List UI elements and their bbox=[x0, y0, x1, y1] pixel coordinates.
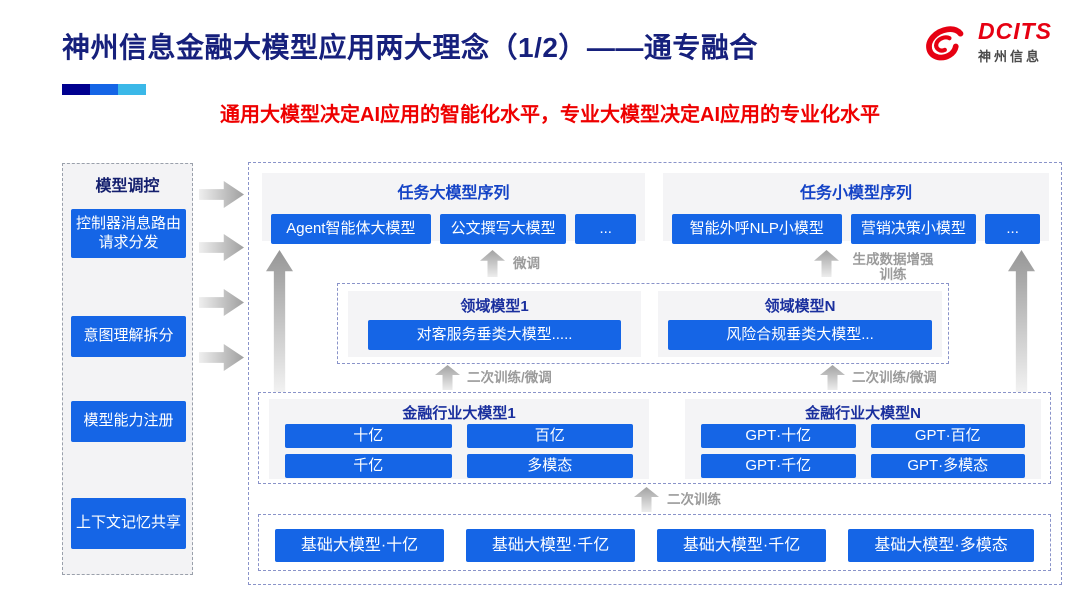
model-chip-1b[interactable]: 十亿 bbox=[285, 424, 452, 448]
slide-subtitle: 通用大模型决定AI应用的智能化水平，专业大模型决定AI应用的专业化水平 bbox=[220, 104, 880, 126]
domain-model-1-title: 领域模型1 bbox=[460, 298, 529, 315]
task-small-model-box: 任务小模型序列 智能外呼NLP小模型 营销决策小模型 ... bbox=[663, 173, 1049, 244]
industry-model-n-title: 金融行业大模型N bbox=[805, 405, 921, 422]
domain-model-n-box: 领域模型N 风险合规垂类大模型... bbox=[658, 291, 942, 357]
model-control-panel: 模型调控 控制器消息路由请求分发 意图理解拆分 模型能力注册 上下文记忆共享 bbox=[62, 163, 193, 575]
retrain-finetune-left-label: 二次训练/微调 bbox=[467, 370, 552, 385]
flow-arrow-right-2 bbox=[199, 234, 244, 261]
right-tall-arrow-icon bbox=[1008, 250, 1035, 392]
model-architecture-diagram: 任务大模型序列 Agent智能体大模型 公文撰写大模型 ... 任务小模型序列 … bbox=[248, 162, 1062, 585]
domain-model-n-title: 领域模型N bbox=[764, 298, 836, 315]
base-model-chip-100b-b[interactable]: 基础大模型·千亿 bbox=[657, 529, 827, 562]
domain-model-container: 领域模型1 对客服务垂类大模型..... 领域模型N 风险合规垂类大模型... bbox=[337, 283, 949, 364]
page-title: 神州信息金融大模型应用两大理念（1/2）——通专融合 bbox=[62, 32, 758, 63]
base-model-chip-1b[interactable]: 基础大模型·十亿 bbox=[275, 529, 445, 562]
sidebar-item-intent[interactable]: 意图理解拆分 bbox=[71, 316, 186, 357]
dcits-logo: DCITS 神州信息 bbox=[918, 20, 1052, 65]
model-chip-multimodal[interactable]: 多模态 bbox=[466, 454, 633, 478]
task-large-model-box: 任务大模型序列 Agent智能体大模型 公文撰写大模型 ... bbox=[262, 173, 645, 244]
task-small-model-title: 任务小模型序列 bbox=[799, 185, 912, 202]
retrain-finetune-left-arrow-icon bbox=[435, 365, 460, 390]
industry-model-1-box: 金融行业大模型1 十亿 百亿 千亿 多模态 bbox=[269, 399, 649, 479]
base-model-chip-multimodal[interactable]: 基础大模型·多模态 bbox=[848, 529, 1035, 562]
finetune-arrow-icon bbox=[480, 250, 505, 277]
model-chip-agent[interactable]: Agent智能体大模型 bbox=[271, 214, 431, 244]
model-chip-customer-service[interactable]: 对客服务垂类大模型..... bbox=[368, 320, 621, 350]
accent-segment-dark bbox=[62, 84, 90, 95]
model-chip-10b[interactable]: 百亿 bbox=[466, 424, 633, 448]
left-tall-arrow-icon bbox=[266, 250, 293, 392]
retrain-arrow-icon bbox=[634, 487, 659, 512]
model-chip-100b[interactable]: 千亿 bbox=[285, 454, 452, 478]
flow-arrow-right-1 bbox=[199, 181, 244, 208]
retrain-label: 二次训练 bbox=[667, 492, 721, 507]
dcits-swirl-icon bbox=[926, 25, 964, 60]
model-chip-doc-writing[interactable]: 公文撰写大模型 bbox=[439, 214, 567, 244]
industry-model-1-title: 金融行业大模型1 bbox=[402, 405, 516, 422]
accent-segment-blue bbox=[90, 84, 118, 95]
title-accent-bar bbox=[62, 84, 146, 95]
data-augment-arrow-icon bbox=[814, 250, 839, 277]
retrain-finetune-right-arrow-icon bbox=[820, 365, 845, 390]
domain-model-1-box: 领域模型1 对客服务垂类大模型..... bbox=[348, 291, 641, 357]
industry-model-n-box: 金融行业大模型N GPT·十亿 GPT·百亿 GPT·千亿 GPT·多模态 bbox=[685, 399, 1041, 479]
retrain-finetune-right-label: 二次训练/微调 bbox=[852, 370, 937, 385]
model-chip-outbound-nlp[interactable]: 智能外呼NLP小模型 bbox=[672, 214, 842, 244]
data-augment-label: 生成数据增强训练 bbox=[852, 252, 934, 282]
model-chip-gpt-100b[interactable]: GPT·千亿 bbox=[701, 454, 856, 478]
model-chip-marketing[interactable]: 营销决策小模型 bbox=[850, 214, 977, 244]
flow-arrow-right-4 bbox=[199, 344, 244, 371]
sidebar-item-register[interactable]: 模型能力注册 bbox=[71, 401, 186, 442]
logo-brand-cn: 神州信息 bbox=[978, 49, 1043, 64]
accent-segment-cyan bbox=[118, 84, 146, 95]
sidebar-item-context[interactable]: 上下文记忆共享 bbox=[71, 498, 186, 549]
base-model-chip-100b-a[interactable]: 基础大模型·千亿 bbox=[466, 529, 636, 562]
logo-brand: DCITS bbox=[978, 18, 1052, 44]
sidebar-item-router[interactable]: 控制器消息路由请求分发 bbox=[71, 209, 186, 258]
task-large-model-title: 任务大模型序列 bbox=[397, 185, 510, 202]
logo-text: DCITS 神州信息 bbox=[978, 20, 1052, 65]
flow-arrow-right-3 bbox=[199, 289, 244, 316]
industry-model-container: 金融行业大模型1 十亿 百亿 千亿 多模态 金融行业大模型N GPT·十亿 GP… bbox=[258, 392, 1051, 484]
model-chip-more-large[interactable]: ... bbox=[575, 214, 637, 244]
model-chip-gpt-10b[interactable]: GPT·百亿 bbox=[870, 424, 1025, 448]
finetune-label: 微调 bbox=[513, 256, 540, 271]
base-model-container: 基础大模型·十亿 基础大模型·千亿 基础大模型·千亿 基础大模型·多模态 bbox=[258, 514, 1051, 571]
model-chip-risk-compliance[interactable]: 风险合规垂类大模型... bbox=[668, 320, 932, 350]
model-chip-more-small[interactable]: ... bbox=[985, 214, 1040, 244]
model-chip-gpt-multimodal[interactable]: GPT·多模态 bbox=[870, 454, 1025, 478]
sidebar-title: 模型调控 bbox=[95, 178, 160, 195]
model-chip-gpt-1b[interactable]: GPT·十亿 bbox=[701, 424, 856, 448]
